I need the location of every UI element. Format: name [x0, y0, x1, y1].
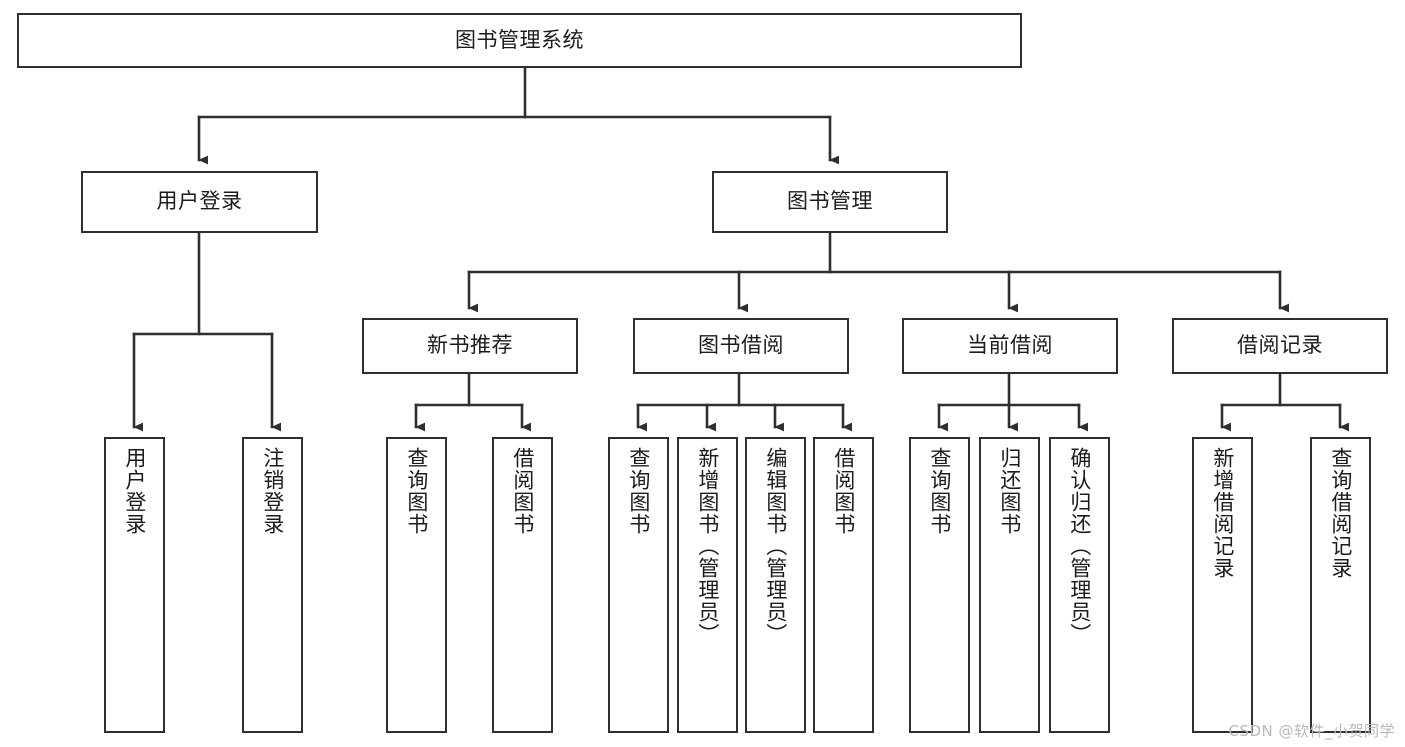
node-label: 确认归还（管理员） — [1067, 447, 1092, 645]
node-label: 用户登录 — [122, 447, 147, 535]
node-label: 查询图书 — [927, 447, 952, 535]
node-label: 新书推荐 — [427, 333, 513, 358]
leaf-record-add[interactable]: 新增借阅记录 — [1192, 437, 1253, 733]
node-label: 借阅图书 — [831, 447, 856, 535]
node-root-system[interactable]: 图书管理系统 — [17, 13, 1022, 68]
leaf-current-confirm-return-admin[interactable]: 确认归还（管理员） — [1049, 437, 1110, 733]
node-label: 当前借阅 — [967, 333, 1053, 358]
node-label: 新增图书（管理员） — [695, 447, 720, 645]
node-label: 编辑图书（管理员） — [763, 447, 788, 645]
node-label: 图书管理系统 — [455, 27, 584, 52]
node-label: 归还图书 — [997, 447, 1022, 535]
node-label: 查询图书 — [626, 447, 651, 535]
node-borrow-record[interactable]: 借阅记录 — [1172, 318, 1388, 374]
csdn-watermark: CSDN @软件_小贺同学 — [1228, 722, 1395, 740]
node-label: 图书借阅 — [698, 333, 784, 358]
node-label: 注销登录 — [260, 447, 285, 535]
leaf-borrow-query[interactable]: 查询图书 — [608, 437, 669, 733]
leaf-current-query[interactable]: 查询图书 — [909, 437, 970, 733]
leaf-borrow-add-book-admin[interactable]: 新增图书（管理员） — [677, 437, 738, 733]
node-label: 查询图书 — [404, 447, 429, 535]
leaf-current-return[interactable]: 归还图书 — [979, 437, 1040, 733]
node-label: 图书管理 — [787, 189, 873, 214]
node-current-borrow[interactable]: 当前借阅 — [902, 318, 1118, 374]
node-label: 新增借阅记录 — [1210, 447, 1235, 579]
node-label: 用户登录 — [156, 189, 243, 214]
node-label: 查询借阅记录 — [1328, 447, 1353, 579]
node-user-login[interactable]: 用户登录 — [81, 171, 318, 233]
leaf-user-login-login[interactable]: 用户登录 — [104, 437, 165, 733]
leaf-borrow-edit-book-admin[interactable]: 编辑图书（管理员） — [745, 437, 806, 733]
leaf-new-book-borrow[interactable]: 借阅图书 — [492, 437, 553, 733]
node-book-management[interactable]: 图书管理 — [712, 171, 948, 233]
leaf-record-query[interactable]: 查询借阅记录 — [1310, 437, 1371, 733]
node-label: 借阅图书 — [510, 447, 535, 535]
leaf-new-book-query[interactable]: 查询图书 — [386, 437, 447, 733]
leaf-user-login-logout[interactable]: 注销登录 — [242, 437, 303, 733]
node-new-book-recommend[interactable]: 新书推荐 — [362, 318, 578, 374]
node-book-borrow[interactable]: 图书借阅 — [633, 318, 849, 374]
leaf-borrow-borrow-book[interactable]: 借阅图书 — [813, 437, 874, 733]
node-label: 借阅记录 — [1237, 333, 1323, 358]
